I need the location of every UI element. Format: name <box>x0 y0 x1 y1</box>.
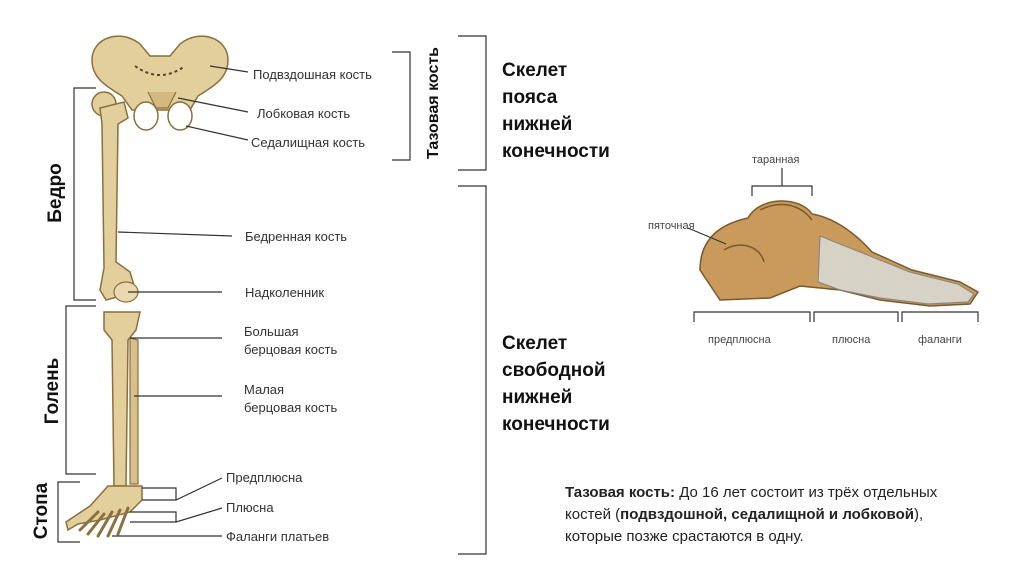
note-bold-list: подвздошной, седалищной и лобковой <box>620 506 914 523</box>
bracket-foot <box>58 482 80 542</box>
label-ilium: Подвздошная кость <box>253 66 372 84</box>
heading-free-limb: Скелет свободной нижней конечности <box>502 330 610 438</box>
label-phalanges: Фаланги платьев <box>226 528 329 546</box>
heading-free-limb-line4: конечности <box>502 411 610 438</box>
bracket-thigh <box>74 88 96 300</box>
foot-label-phalanges: фаланги <box>918 334 962 346</box>
foot-skeleton-left <box>66 486 142 536</box>
foot-label-tarsus: предплюсна <box>708 334 771 346</box>
label-fibula: Малая берцовая кость <box>244 381 337 417</box>
label-tibia: Большая берцовая кость <box>244 323 337 359</box>
label-fibula-line2: берцовая кость <box>244 399 337 417</box>
leader-tarsus <box>142 478 222 500</box>
label-fibula-line1: Малая <box>244 381 337 399</box>
leader-femur <box>118 232 232 236</box>
femur <box>92 92 138 302</box>
bracket-free-limb <box>458 186 486 554</box>
label-femur: Бедренная кость <box>245 228 347 246</box>
heading-girdle-line1: Скелет <box>502 57 610 84</box>
label-foot: Стопа <box>31 471 53 551</box>
bracket-foot-metatarsus <box>814 312 898 322</box>
bracket-shin <box>66 306 96 474</box>
label-ischium: Седалищная кость <box>251 134 365 152</box>
heading-free-limb-line1: Скелет <box>502 330 610 357</box>
heading-girdle-line3: нижней <box>502 111 610 138</box>
bracket-talus <box>752 186 812 196</box>
bracket-girdle <box>458 36 486 170</box>
bracket-foot-phalanges <box>902 312 978 322</box>
foot-label-calcaneus: пяточная <box>648 220 695 232</box>
pelvic-bone-note: Тазовая кость: До 16 лет состоит из трёх… <box>565 482 980 548</box>
leader-ischium <box>186 126 248 140</box>
heading-free-limb-line3: нижней <box>502 384 610 411</box>
leader-metatarsus <box>130 508 222 522</box>
label-thigh: Бедро <box>45 153 67 233</box>
foot-label-metatarsus: плюсна <box>832 334 870 346</box>
heading-free-limb-line2: свободной <box>502 357 610 384</box>
heading-girdle-line2: пояса <box>502 84 610 111</box>
heading-girdle-line4: конечности <box>502 138 610 165</box>
label-patella: Надколенник <box>245 284 324 302</box>
label-tarsus: Предплюсна <box>226 469 302 487</box>
foot-illustration <box>700 201 978 306</box>
bracket-pelvic-bone <box>392 52 410 160</box>
foot-label-talus: таранная <box>752 154 800 166</box>
label-tibia-line1: Большая <box>244 323 337 341</box>
label-metatarsus: Плюсна <box>226 499 274 517</box>
label-pubis: Лобковая кость <box>257 105 350 123</box>
bracket-foot-tarsus <box>694 312 810 322</box>
label-pelvic-bone: Тазовая кость <box>425 43 443 163</box>
note-bold-prefix: Тазовая кость: <box>565 484 675 501</box>
label-tibia-line2: берцовая кость <box>244 341 337 359</box>
heading-girdle: Скелет пояса нижней конечности <box>502 57 610 165</box>
label-shin: Голень <box>42 346 64 436</box>
